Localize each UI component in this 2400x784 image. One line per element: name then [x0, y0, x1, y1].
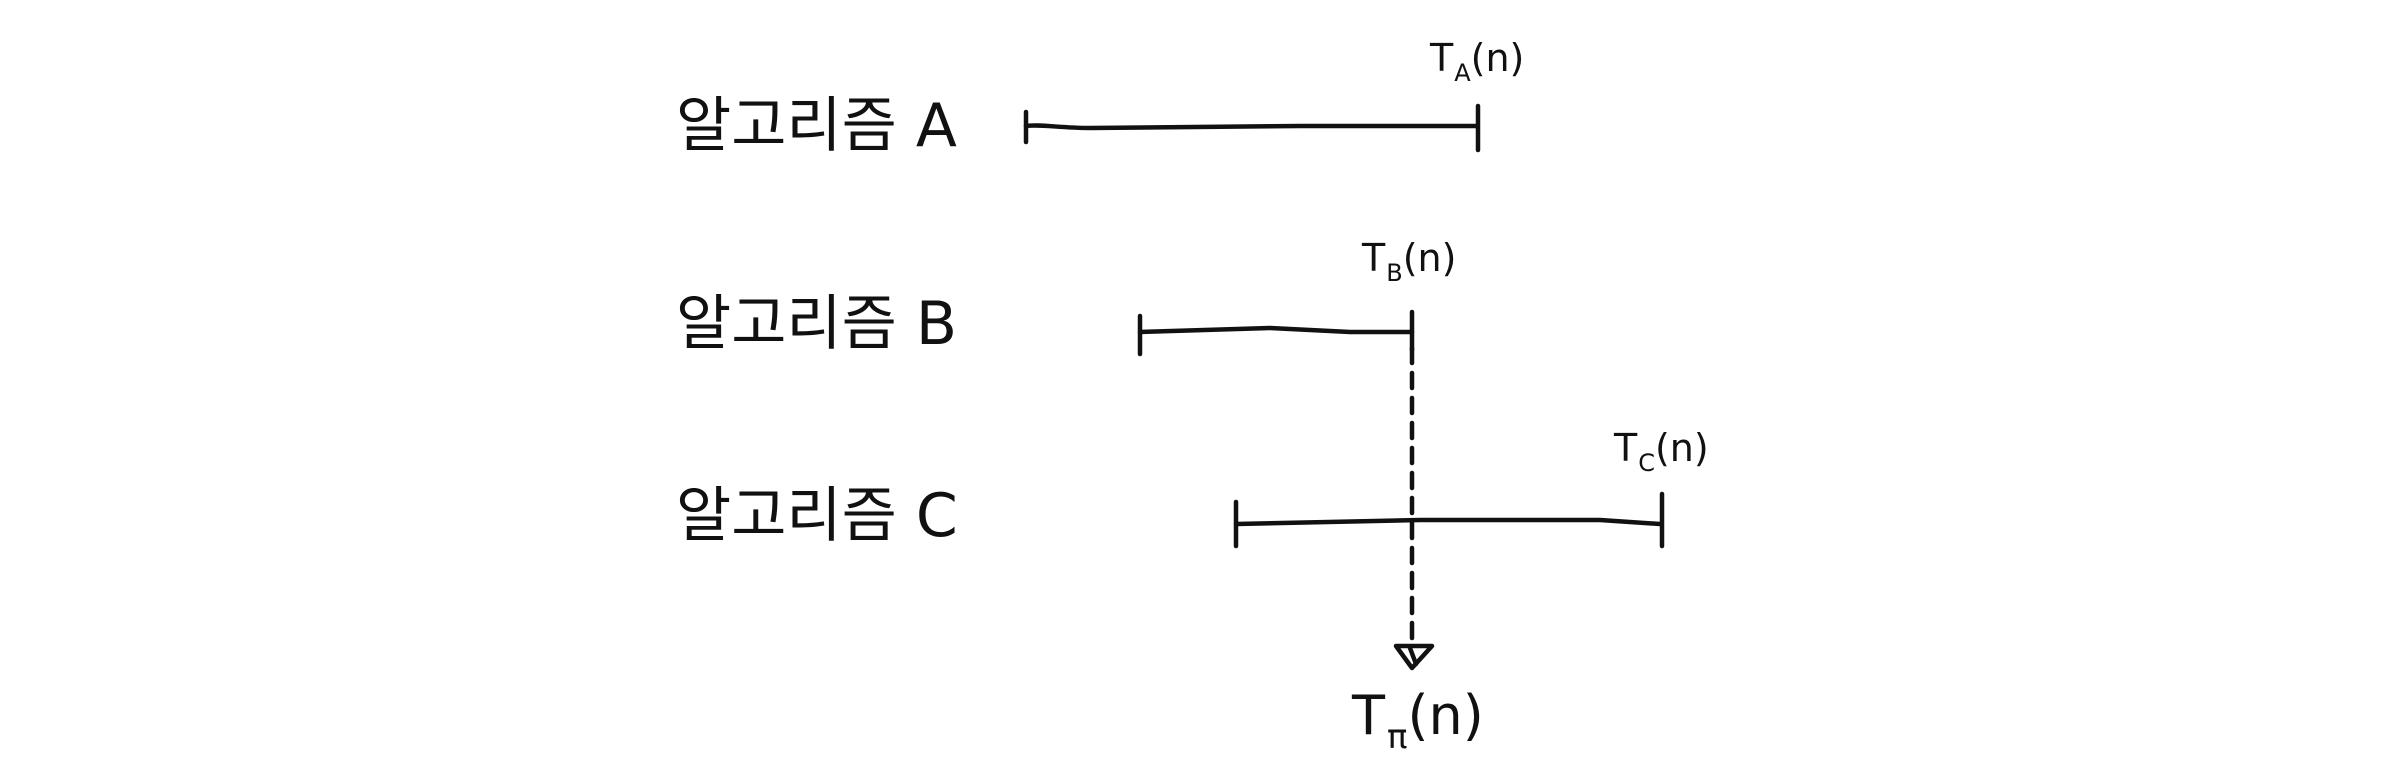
time-symbol: T — [1614, 426, 1638, 470]
interval-a — [1023, 103, 1481, 153]
time-argument: (n) — [1654, 426, 1709, 470]
algorithm-a-label: 알고리즘 A — [676, 91, 957, 161]
interval-b-bar — [1137, 325, 1415, 335]
interval-a-bar — [1023, 123, 1479, 131]
time-symbol: T — [1362, 236, 1386, 280]
time-label-c: TC(n) — [1614, 426, 1709, 477]
time-label-pi: Tπ(n) — [1352, 688, 1484, 758]
time-argument: (n) — [1402, 236, 1457, 280]
algorithm-b-label: 알고리즘 B — [676, 289, 958, 359]
interval-b — [1137, 309, 1415, 357]
time-symbol: T — [1352, 684, 1385, 747]
algorithm-c-label: 알고리즘 C — [676, 481, 958, 551]
time-subscript: π — [1387, 717, 1408, 757]
arrowhead-inner-stroke — [1407, 645, 1419, 667]
time-symbol: T — [1430, 36, 1454, 80]
arrowhead-icon — [1393, 643, 1435, 671]
time-subscript: C — [1638, 449, 1655, 477]
time-subscript: A — [1454, 59, 1471, 87]
time-argument: (n) — [1407, 684, 1484, 747]
time-label-b: TB(n) — [1362, 236, 1457, 287]
time-label-a: TA(n) — [1430, 36, 1525, 87]
interval-c — [1233, 491, 1665, 549]
interval-c-bar — [1233, 517, 1663, 527]
dashed-arrow — [1393, 345, 1435, 671]
time-argument: (n) — [1470, 36, 1525, 80]
time-subscript: B — [1386, 259, 1403, 287]
